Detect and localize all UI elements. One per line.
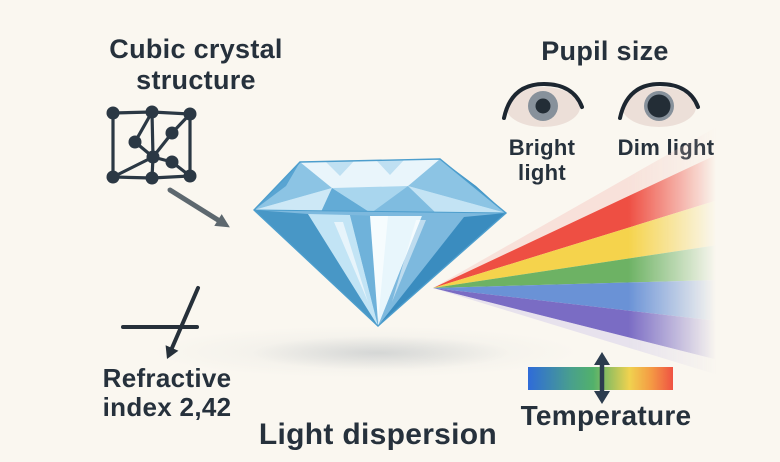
lattice-nodes (106, 105, 197, 185)
spectrum-band-green (433, 245, 718, 288)
bright-light-label: Bright light (508, 135, 576, 186)
refractive-index-line1: Refractive (102, 363, 232, 393)
pupil-size-title: Pupil size (541, 36, 669, 66)
arrow-to-diamond-icon (167, 187, 230, 228)
temperature-label: Temperature (520, 400, 692, 431)
crystal-lattice-icon (106, 105, 197, 185)
light-spectrum-fan (433, 126, 718, 375)
refractive-index-line2: index 2,42 (102, 392, 232, 422)
dim-eye-icon (618, 81, 700, 127)
bright-eye-icon (502, 81, 584, 127)
spectrum-band-blue (433, 280, 718, 321)
temperature-arrow-icon (594, 352, 610, 404)
diamond-shadow-wide (150, 326, 580, 378)
spectrum-band-fade-top (433, 126, 718, 288)
spectrum-band-yellow (433, 200, 718, 288)
crystal-structure-title: Cubic crystal structure (70, 34, 322, 96)
temperature-gradient-bar (528, 352, 673, 404)
crystal-structure-title-line2: structure (136, 65, 256, 96)
light-dispersion-title: Light dispersion (258, 418, 498, 451)
spectrum-band-red (433, 154, 718, 288)
refractive-index-label: Refractive index 2,42 (62, 364, 272, 422)
diamond-illustration (253, 158, 508, 327)
crystal-structure-title-line1: Cubic crystal (109, 34, 283, 64)
diamond-shadow (250, 336, 510, 370)
spectrum-band-fade-bottom (433, 288, 718, 375)
refraction-arrow-icon (121, 286, 200, 359)
